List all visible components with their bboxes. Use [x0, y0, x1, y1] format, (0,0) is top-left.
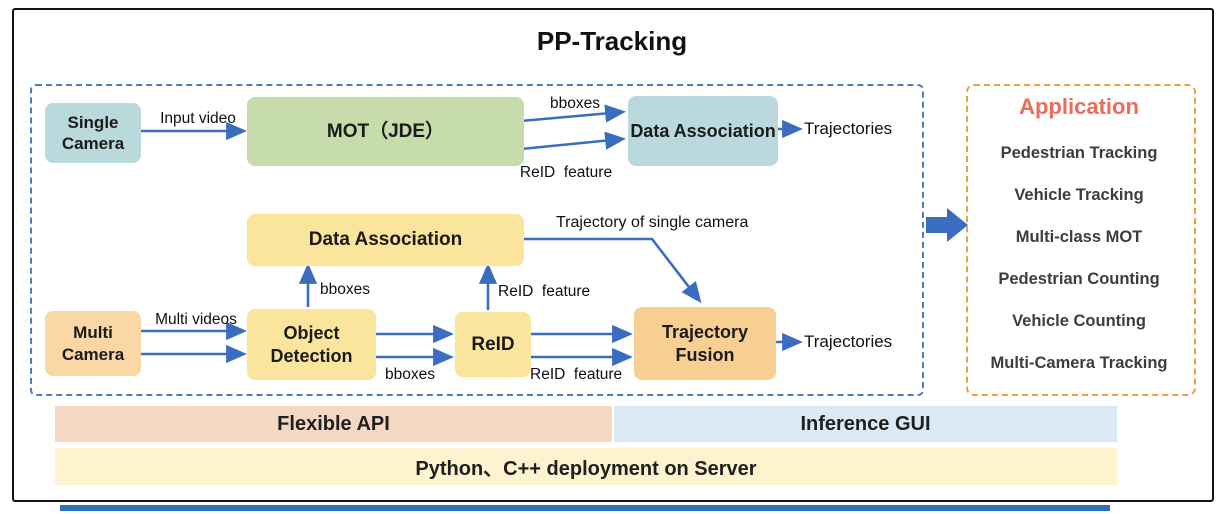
multi-videos-label: Multi videos [155, 311, 237, 328]
application-item-pedestrian-counting: Pedestrian Counting [998, 269, 1160, 288]
bboxes-top-label: bboxes [550, 95, 600, 112]
reid-box: ReID [455, 312, 531, 377]
bottom-blue-line [60, 505, 1110, 511]
application-item-multi-camera-tracking: Multi-Camera Tracking [990, 353, 1168, 372]
deployment-bar: Python、C++ deployment on Server [55, 448, 1117, 485]
application-list: Pedestrian Tracking Vehicle Tracking Mul… [966, 132, 1192, 384]
page-title: PP-Tracking [536, 26, 688, 56]
bboxes-up-label: bboxes [320, 281, 370, 298]
application-title: Application [1019, 94, 1139, 119]
flexible-api-bar: Flexible API [55, 406, 612, 442]
pipeline-dashed-border [30, 84, 924, 396]
application-item-vehicle-tracking: Vehicle Tracking [1014, 185, 1144, 204]
reid-feature-bottom-label: ReID feature [530, 366, 623, 383]
object-detection-box: Object Detection [247, 309, 376, 380]
inference-gui-bar: Inference GUI [614, 406, 1117, 442]
trajectory-single-camera-label: Trajectory of single camera [556, 214, 749, 231]
trajectories-top-label: Trajectories [804, 119, 893, 138]
trajectory-fusion-box: Trajectory Fusion [634, 307, 776, 380]
outer-frame [12, 8, 1214, 502]
application-item-pedestrian-tracking: Pedestrian Tracking [1000, 143, 1158, 162]
data-association-mid-box: Data Association [247, 214, 524, 266]
data-association-top-box: Data Association [628, 96, 778, 166]
single-camera-box: Single Camera [45, 103, 141, 163]
application-item-multi-class-mot: Multi-class MOT [1015, 227, 1143, 246]
trajectories-bottom-label: Trajectories [804, 332, 893, 351]
application-item-vehicle-counting: Vehicle Counting [1012, 311, 1146, 330]
mot-jde-box: MOT（JDE） [247, 97, 524, 166]
input-video-label: Input video [160, 110, 236, 127]
bboxes-bottom-label: bboxes [385, 366, 435, 383]
reid-feature-up-label: ReID feature [498, 283, 591, 300]
multi-camera-box: Multi Camera [45, 311, 141, 376]
reid-feature-top-label: ReID feature [519, 164, 613, 181]
